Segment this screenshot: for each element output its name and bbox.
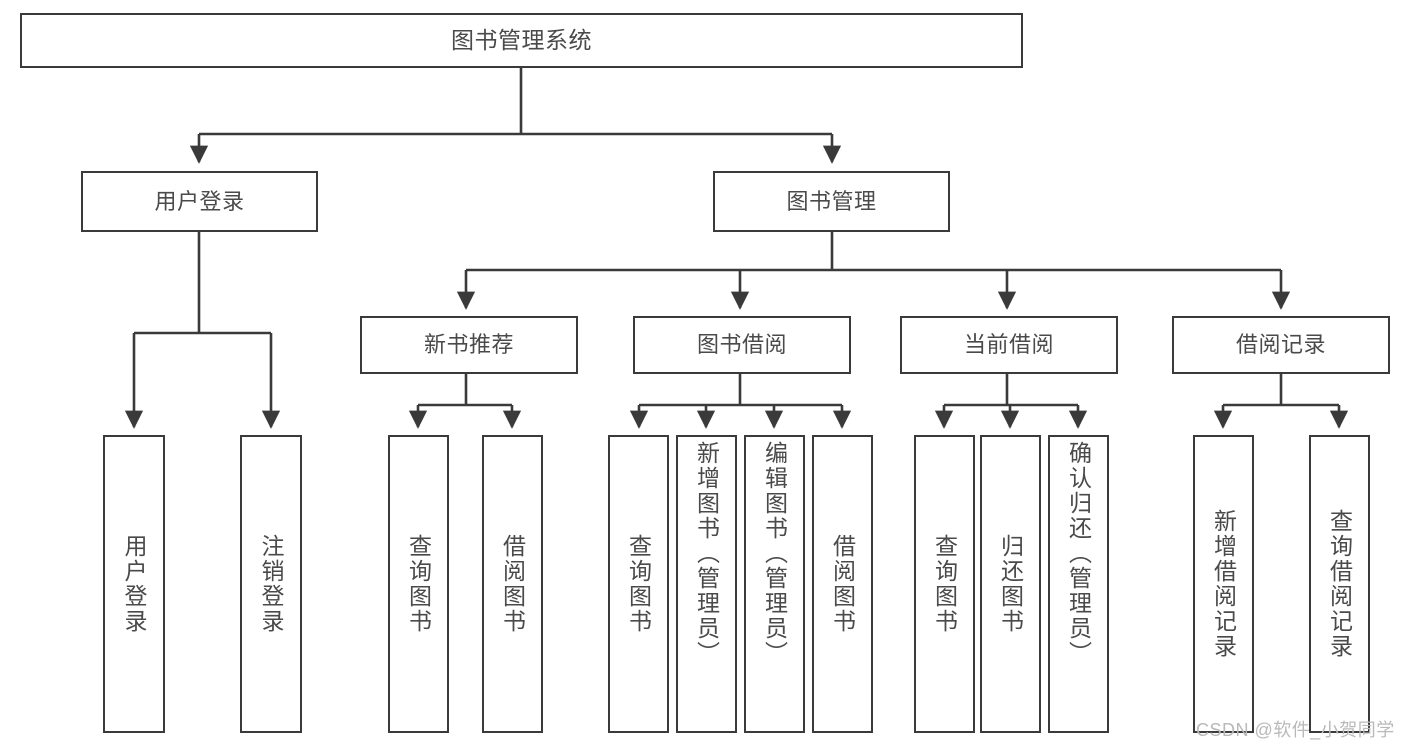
leaf-book-borrow-query-book[interactable]: 查询图书: [608, 435, 669, 733]
node-book-management[interactable]: 图书管理: [713, 171, 950, 232]
leaf-label: 借阅图书: [499, 534, 526, 634]
node-label: 用户登录: [154, 188, 245, 214]
node-label: 图书借阅: [696, 332, 787, 358]
leaf-borrow-record-query-record[interactable]: 查询借阅记录: [1309, 435, 1370, 733]
leaf-label: 查询图书: [405, 534, 432, 634]
leaf-label: 编辑图书（管理员）: [761, 441, 788, 666]
node-label: 图书管理系统: [451, 27, 592, 54]
leaf-label: 新增图书（管理员）: [693, 441, 720, 666]
leaf-label: 查询借阅记录: [1326, 509, 1353, 659]
leaf-book-borrow-add-book-admin[interactable]: 新增图书（管理员）: [676, 435, 737, 733]
node-label: 新书推荐: [423, 332, 514, 358]
leaf-book-borrow-borrow-book[interactable]: 借阅图书: [812, 435, 873, 733]
leaf-label: 用户登录: [121, 534, 148, 634]
leaf-label: 新增借阅记录: [1210, 509, 1237, 659]
leaf-label: 注销登录: [258, 534, 285, 634]
leaf-borrow-record-add-record[interactable]: 新增借阅记录: [1193, 435, 1254, 733]
leaf-label: 查询图书: [625, 534, 652, 634]
leaf-new-book-query-book[interactable]: 查询图书: [388, 435, 449, 733]
node-book-borrow[interactable]: 图书借阅: [633, 316, 851, 374]
leaf-new-book-borrow-book[interactable]: 借阅图书: [482, 435, 543, 733]
leaf-label: 借阅图书: [829, 534, 856, 634]
node-label: 当前借阅: [963, 332, 1054, 358]
leaf-current-borrow-query-book[interactable]: 查询图书: [914, 435, 975, 733]
leaf-current-borrow-return-book[interactable]: 归还图书: [980, 435, 1041, 733]
leaf-user-login-logout[interactable]: 注销登录: [240, 435, 302, 733]
node-root-book-management-system[interactable]: 图书管理系统: [20, 13, 1023, 68]
leaf-book-borrow-edit-book-admin[interactable]: 编辑图书（管理员）: [744, 435, 805, 733]
leaf-current-borrow-confirm-return-admin[interactable]: 确认归还（管理员）: [1048, 435, 1109, 733]
watermark-text: CSDN @软件_小贺同学: [1196, 720, 1395, 740]
leaf-user-login-login[interactable]: 用户登录: [103, 435, 165, 733]
node-current-borrow[interactable]: 当前借阅: [900, 316, 1118, 374]
node-label: 图书管理: [786, 188, 877, 214]
leaf-label: 确认归还（管理员）: [1065, 441, 1092, 666]
node-label: 借阅记录: [1235, 332, 1326, 358]
leaf-label: 归还图书: [997, 534, 1024, 634]
node-new-book-recommend[interactable]: 新书推荐: [360, 316, 578, 374]
leaf-label: 查询图书: [931, 534, 958, 634]
node-user-login[interactable]: 用户登录: [81, 171, 318, 232]
node-borrow-record[interactable]: 借阅记录: [1172, 316, 1390, 374]
